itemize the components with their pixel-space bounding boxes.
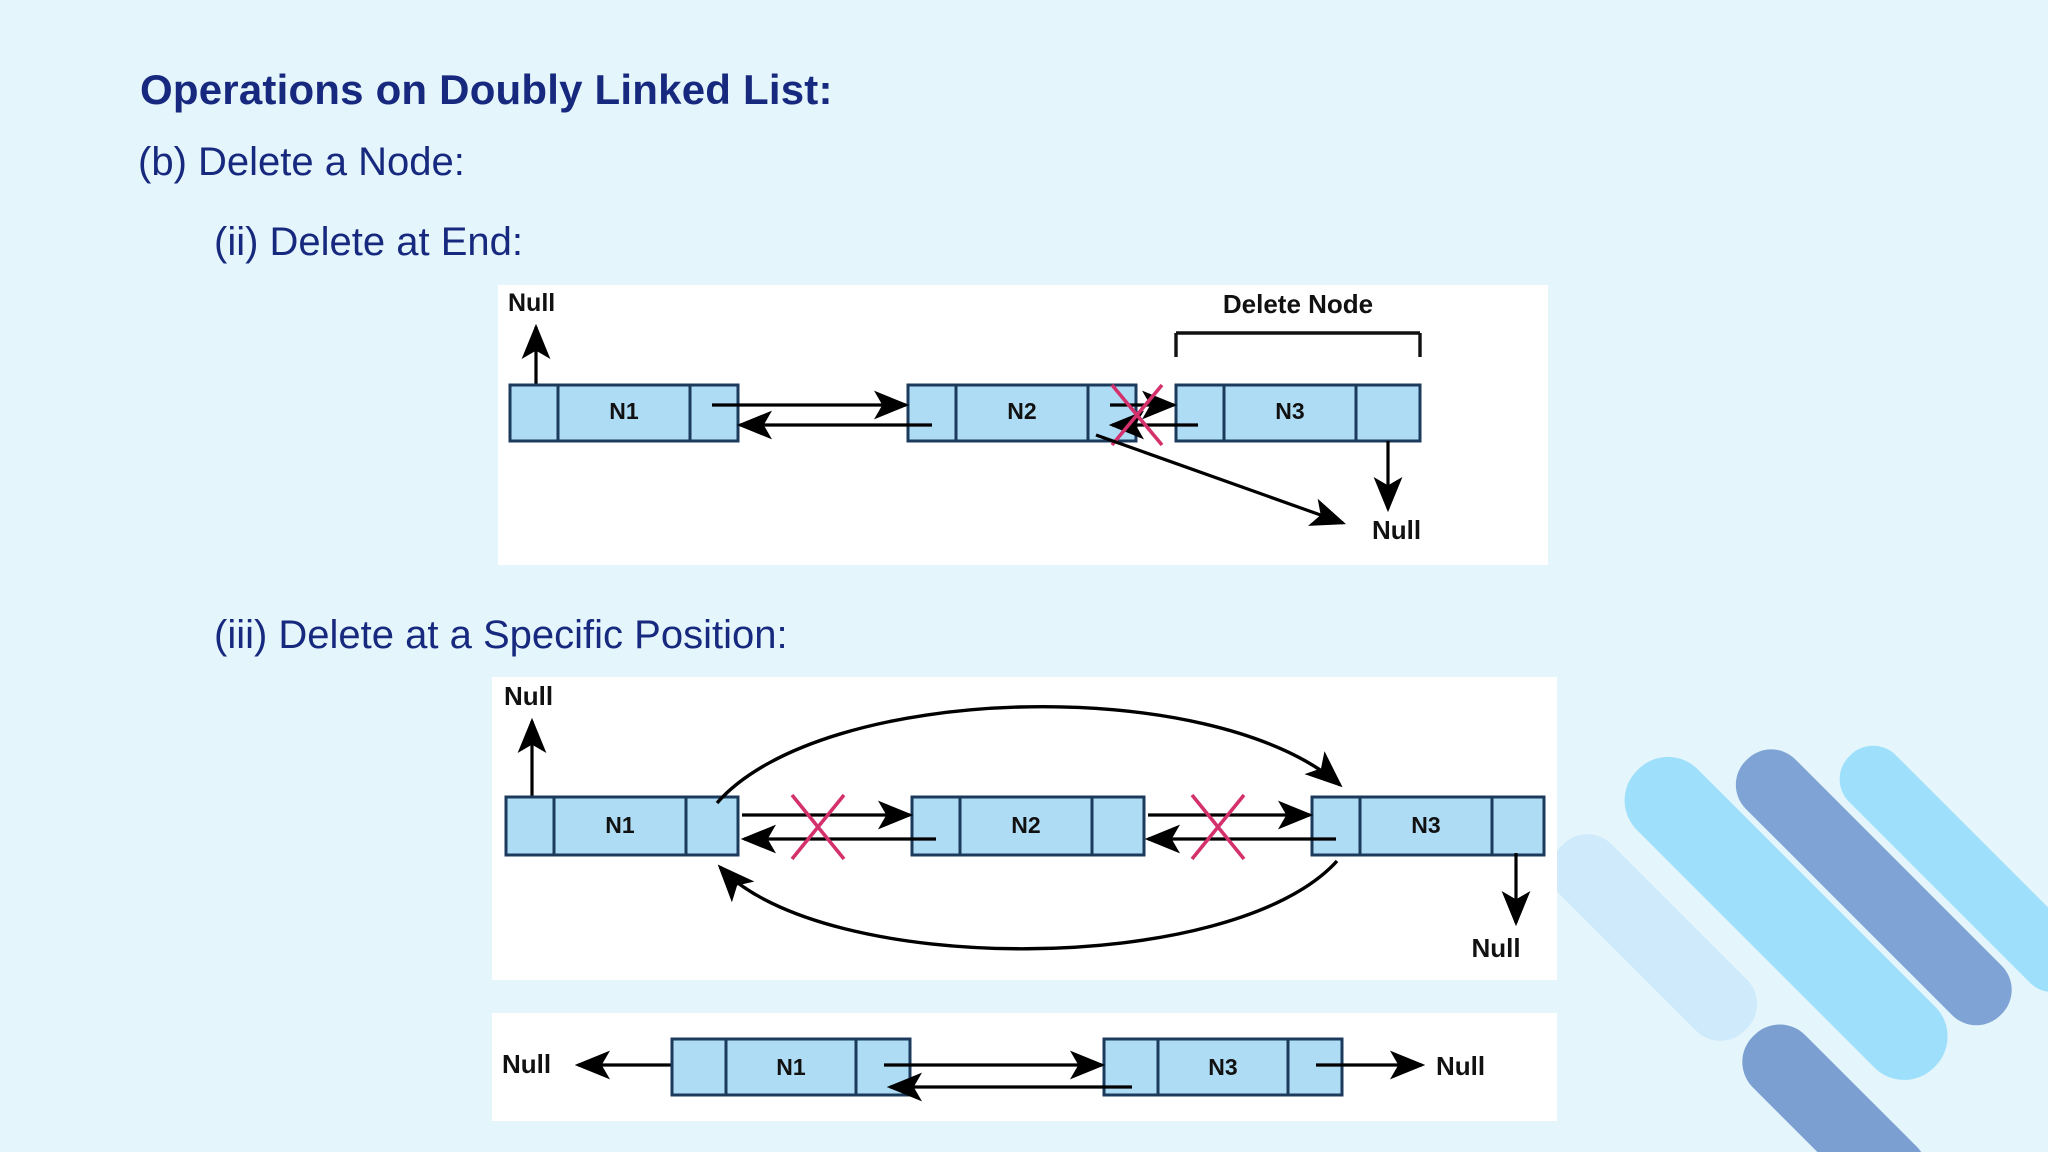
broken-link-cross-right <box>1190 793 1246 861</box>
heading-delete-a-node: (b) Delete a Node: <box>138 140 465 184</box>
heading-delete-at-end: (ii) Delete at End: <box>214 220 524 264</box>
figure-result-after-delete: Null N1 N3 Null <box>492 1013 1557 1121</box>
node-n1-label: N1 <box>609 398 639 424</box>
page-title: Operations on Doubly Linked List: <box>140 66 833 113</box>
null-label-top-left-2: Null <box>504 681 553 711</box>
heading-delete-at-position: (iii) Delete at a Specific Position: <box>214 613 788 657</box>
node-n2-label-2: N2 <box>1011 812 1040 838</box>
null-label-left-3: Null <box>502 1049 551 1079</box>
figure-delete-at-end: Null Delete Node N1 N2 <box>498 285 1548 565</box>
node-n3-label: N3 <box>1275 398 1304 424</box>
node-n3-2: N3 <box>1310 795 1546 857</box>
node-n2: N2 <box>906 383 1138 443</box>
curve-n1-next-n3 <box>715 705 1343 805</box>
null-label-bottom: Null <box>1372 515 1421 545</box>
node-n1-3: N1 <box>670 1037 912 1097</box>
node-n3: N3 <box>1174 383 1422 443</box>
node-n1-label-2: N1 <box>605 812 635 838</box>
curve-n3-prev-n1 <box>717 859 1339 951</box>
node-n1-2: N1 <box>504 795 740 857</box>
null-label-top-left: Null <box>508 289 555 317</box>
node-n3-3: N3 <box>1102 1037 1344 1097</box>
node-n2-2: N2 <box>910 795 1146 857</box>
null-label-right-3: Null <box>1436 1051 1485 1081</box>
node-n3-label-2: N3 <box>1411 812 1440 838</box>
bar-cyan-1 <box>1624 756 1948 1080</box>
node-n2-label: N2 <box>1007 398 1036 424</box>
bar-steel-1 <box>1735 749 2012 1026</box>
node-n3-label-3: N3 <box>1208 1054 1237 1080</box>
delete-node-caption: Delete Node <box>1223 289 1373 319</box>
figure-delete-at-position: Null N1 N2 N3 <box>492 677 1557 980</box>
broken-link-cross-1 <box>1110 383 1164 447</box>
arrow-n2-next-null <box>1095 433 1347 526</box>
bar-cyan-2 <box>1839 745 2048 993</box>
bar-steel-2 <box>1742 1024 1928 1152</box>
node-n1: N1 <box>508 383 740 443</box>
null-label-bottom-right-2: Null <box>1471 933 1520 963</box>
delete-node-bracket <box>1174 331 1422 357</box>
node-n1-label-3: N1 <box>776 1054 806 1080</box>
broken-link-cross-left <box>790 793 846 861</box>
bar-pale-1 <box>1550 834 1758 1041</box>
